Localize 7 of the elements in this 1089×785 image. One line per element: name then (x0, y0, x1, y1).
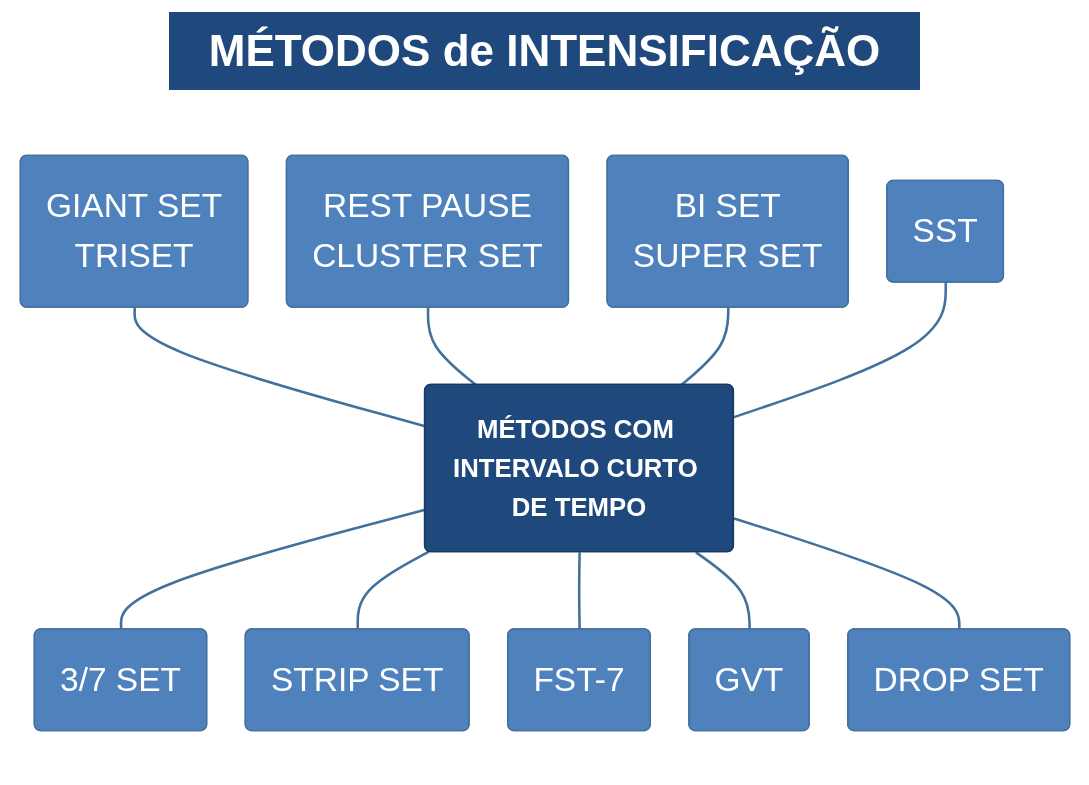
connector (733, 282, 947, 418)
connector (355, 550, 430, 630)
connector (694, 550, 751, 630)
connector (577, 551, 581, 630)
connector (119, 508, 425, 630)
title-banner: MÉTODOS de INTENSIFICAÇÃO (168, 12, 921, 90)
connector (733, 516, 961, 630)
